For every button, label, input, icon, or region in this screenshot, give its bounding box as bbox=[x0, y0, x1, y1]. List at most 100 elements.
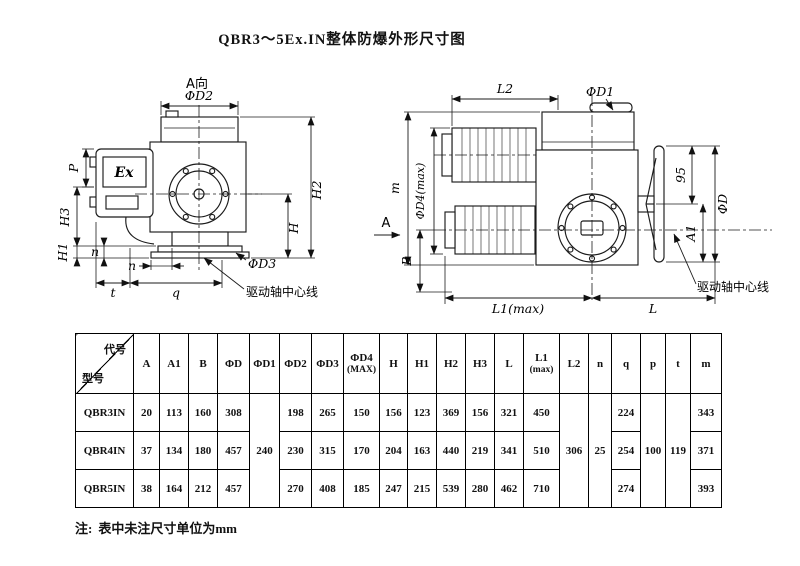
footnote-text: 表中未注尺寸单位为mm bbox=[98, 521, 238, 536]
view-direction-a-label: A bbox=[382, 216, 391, 231]
table-cell: 134 bbox=[159, 431, 189, 470]
col-header-d: ΦD bbox=[217, 333, 250, 394]
table-cell: 393 bbox=[690, 469, 722, 508]
col-header-h: H bbox=[379, 333, 408, 394]
dim-h: H bbox=[248, 193, 301, 259]
table-cell: 212 bbox=[188, 469, 218, 508]
footnote: 注: 表中未注尺寸单位为mm bbox=[75, 518, 237, 537]
table-cell: 457 bbox=[217, 431, 250, 470]
table-cell-merged-t: 119 bbox=[665, 393, 691, 508]
left-centerline-callout: 驱动轴中心线 bbox=[203, 257, 318, 299]
col-header-d4: ΦD4 (MAX) bbox=[343, 333, 380, 394]
table-cell: 20 bbox=[133, 393, 160, 432]
table-cell: 37 bbox=[133, 431, 160, 470]
table-cell: 180 bbox=[188, 431, 218, 470]
table-cell: 38 bbox=[133, 469, 160, 508]
dim-p: P bbox=[66, 148, 94, 188]
dim-b: B bbox=[399, 229, 452, 293]
table-cell: 150 bbox=[343, 393, 380, 432]
dim-d2: ΦD2 bbox=[160, 88, 239, 115]
left-view: Ex A向 ΦD2 P H3 bbox=[55, 76, 324, 300]
col-header-h1: H1 bbox=[407, 333, 437, 394]
col-header-d2: ΦD2 bbox=[279, 333, 312, 394]
dim-label-b: B bbox=[399, 256, 414, 266]
dim-d3: ΦD3 bbox=[235, 252, 276, 271]
table-cell: 160 bbox=[188, 393, 218, 432]
table-cell: 123 bbox=[407, 393, 437, 432]
dim-label-l1: L1(max) bbox=[491, 301, 544, 316]
view-direction-a: A bbox=[374, 216, 401, 239]
col-header-d3: ΦD3 bbox=[311, 333, 344, 394]
table-cell: 230 bbox=[279, 431, 312, 470]
table-cell: 198 bbox=[279, 393, 312, 432]
table-cell: 280 bbox=[465, 469, 495, 508]
table-cell: 156 bbox=[379, 393, 408, 432]
table-cell: 156 bbox=[465, 393, 495, 432]
dim-label-h3: H3 bbox=[57, 208, 72, 228]
table-cell: 510 bbox=[523, 431, 560, 470]
dim-d4: ΦD4(max) bbox=[414, 127, 450, 255]
page-title: QBR3～5Ex.IN整体防爆外形尺寸图 bbox=[218, 32, 466, 48]
dim-n-bottom: n bbox=[128, 248, 184, 273]
table-cell: 321 bbox=[494, 393, 524, 432]
right-view-body-outline bbox=[434, 94, 772, 300]
dim-a1: A1 bbox=[666, 203, 720, 263]
col-header-n: n bbox=[588, 333, 612, 394]
table-cell: 369 bbox=[436, 393, 466, 432]
col-header-l1: L1 (max) bbox=[523, 333, 560, 394]
table-cell: 341 bbox=[494, 431, 524, 470]
dim-95: 95 bbox=[656, 145, 720, 205]
corner-header-bottom: 型号 bbox=[82, 373, 104, 385]
col-header-h2: H2 bbox=[436, 333, 466, 394]
table-cell: 308 bbox=[217, 393, 250, 432]
dim-l1: L1(max) bbox=[444, 256, 593, 316]
dim-h3: H3 bbox=[57, 186, 156, 247]
table-cell: 170 bbox=[343, 431, 380, 470]
corner-header-top: 代号 bbox=[104, 344, 126, 356]
table-cell: 265 bbox=[311, 393, 344, 432]
table-cell: 457 bbox=[217, 469, 250, 508]
dim-label-d: ΦD bbox=[715, 194, 730, 214]
dim-label-l2: L2 bbox=[496, 81, 513, 96]
table-cell: 539 bbox=[436, 469, 466, 508]
dim-label-m: m bbox=[387, 182, 402, 194]
table-cell-merged-d1: 240 bbox=[249, 393, 280, 508]
col-header-d1: ΦD1 bbox=[249, 333, 280, 394]
dim-label-l: L bbox=[648, 301, 657, 316]
dim-label-a1: A1 bbox=[683, 225, 698, 243]
table-cell: 247 bbox=[379, 469, 408, 508]
table-cell: 440 bbox=[436, 431, 466, 470]
technical-drawing: Ex A向 ΦD2 P H3 bbox=[55, 76, 772, 316]
dim-label-n-side: n bbox=[91, 244, 99, 259]
table-cell: 215 bbox=[407, 469, 437, 508]
col-header-a: A bbox=[133, 333, 160, 394]
left-view-body-outline: Ex bbox=[89, 105, 262, 272]
table-cell: 270 bbox=[279, 469, 312, 508]
table-cell-merged-n: 25 bbox=[588, 393, 612, 508]
model-cell: QBR4IN bbox=[75, 431, 134, 470]
col-header-h3: H3 bbox=[465, 333, 495, 394]
table-cell: 164 bbox=[159, 469, 189, 508]
table-row-qbr3in: QBR3IN 20 113 160 308 240 198 265 150 15… bbox=[75, 393, 722, 508]
dim-d-right: ΦD bbox=[711, 145, 730, 263]
dim-label-d3: ΦD3 bbox=[248, 256, 276, 271]
corner-header: 代号 型号 bbox=[75, 333, 134, 394]
right-centerline-label: 驱动轴中心线 bbox=[697, 279, 769, 294]
right-centerline-callout: 驱动轴中心线 bbox=[673, 233, 769, 294]
table-cell-merged-l2: 306 bbox=[559, 393, 589, 508]
col-header-l: L bbox=[494, 333, 524, 394]
dim-l2: L2 bbox=[451, 81, 559, 126]
table-cell: 113 bbox=[159, 393, 189, 432]
table-cell: 163 bbox=[407, 431, 437, 470]
dim-n-side: n bbox=[91, 237, 108, 267]
table-cell: 462 bbox=[494, 469, 524, 508]
dim-label-p: P bbox=[66, 163, 81, 173]
view-a-label: A向 bbox=[186, 76, 208, 92]
dim-label-95: 95 bbox=[673, 167, 688, 183]
footnote-label: 注: bbox=[75, 521, 93, 536]
dim-label-t: t bbox=[110, 285, 116, 300]
dim-d1: ΦD1 bbox=[586, 84, 614, 111]
col-header-m: m bbox=[690, 333, 722, 394]
dim-t-q: t q bbox=[95, 222, 223, 300]
